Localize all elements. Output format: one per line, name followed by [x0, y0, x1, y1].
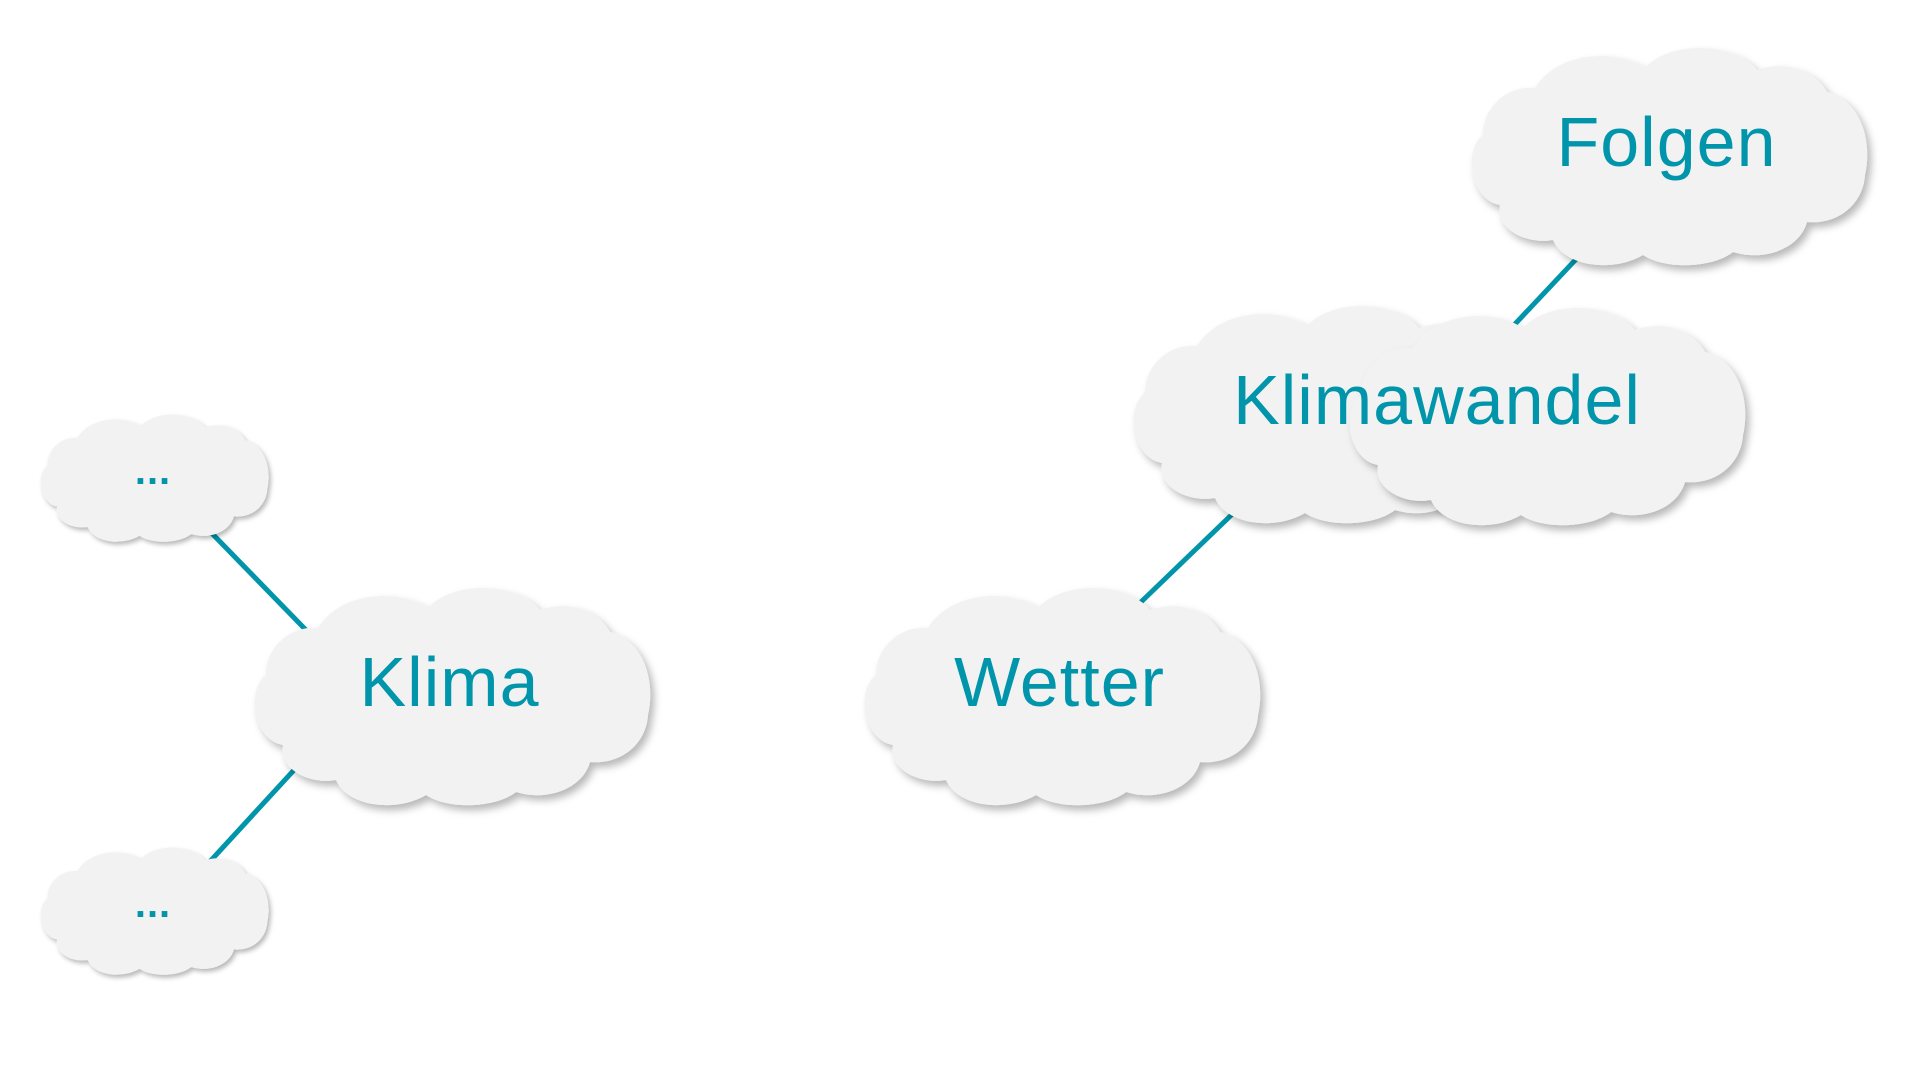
node-label: Wetter [954, 643, 1165, 721]
node-label: Folgen [1556, 103, 1777, 181]
node-label: Klima [359, 643, 540, 721]
node-label: ... [134, 449, 172, 493]
node-klimawandel-label: Klimawandel [1233, 361, 1641, 439]
node-dots-top[interactable]: ... [37, 410, 269, 542]
node-wetter[interactable]: Wetter [858, 580, 1261, 806]
node-dots-bottom[interactable]: ... [37, 843, 269, 975]
node-klima[interactable]: Klima [248, 580, 651, 806]
node-label: ... [134, 882, 172, 926]
node-folgen[interactable]: Folgen [1465, 40, 1868, 266]
